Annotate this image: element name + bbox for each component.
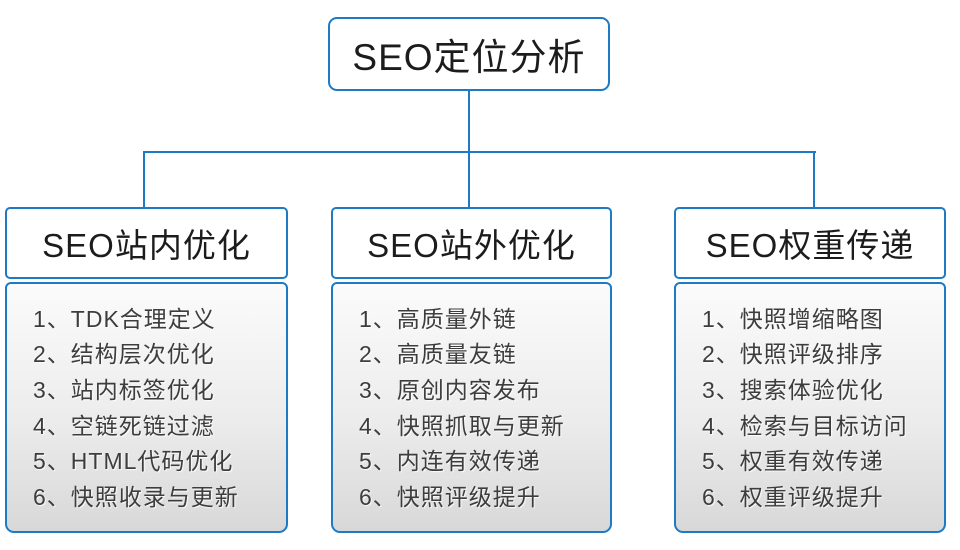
connector-drop-line-middle — [468, 151, 470, 209]
list-item: 4、空链死链过滤 — [33, 412, 215, 439]
list-item: 2、结构层次优化 — [33, 341, 215, 368]
root-node-label: SEO定位分析 — [352, 37, 586, 78]
branch-header-offsite: SEO站外优化 — [331, 207, 612, 279]
branch-list-onsite: 1、TDK合理定义 2、结构层次优化 3、站内标签优化 4、空链死链过滤 5、H… — [5, 282, 288, 533]
branch-header-offsite-label: SEO站外优化 — [367, 227, 576, 264]
branch-header-onsite-label: SEO站内优化 — [42, 227, 251, 264]
list-item: 1、TDK合理定义 — [33, 305, 216, 332]
list-item: 4、快照抓取与更新 — [359, 412, 565, 439]
root-node: SEO定位分析 — [328, 17, 610, 91]
branch-header-weight: SEO权重传递 — [674, 207, 946, 279]
list-item: 3、搜索体验优化 — [702, 376, 884, 403]
connector-horizontal-line — [143, 151, 816, 153]
connector-root-trunk-line — [468, 91, 470, 153]
branch-list-offsite: 1、高质量外链 2、高质量友链 3、原创内容发布 4、快照抓取与更新 5、内连有… — [331, 282, 612, 533]
list-item: 6、快照收录与更新 — [33, 483, 239, 510]
list-item: 5、HTML代码优化 — [33, 448, 234, 475]
list-item: 2、快照评级排序 — [702, 341, 884, 368]
branch-header-weight-label: SEO权重传递 — [705, 227, 915, 264]
list-item: 5、权重有效传递 — [702, 448, 884, 475]
list-item: 1、快照增缩略图 — [702, 305, 884, 332]
list-item: 6、权重评级提升 — [702, 483, 884, 510]
branch-header-onsite: SEO站内优化 — [5, 207, 288, 279]
list-item: 2、高质量友链 — [359, 341, 517, 368]
list-item: 3、站内标签优化 — [33, 376, 215, 403]
list-item: 1、高质量外链 — [359, 305, 517, 332]
connector-drop-line-left — [143, 151, 145, 209]
list-item: 3、原创内容发布 — [359, 376, 541, 403]
connector-drop-line-right — [813, 151, 815, 209]
list-item: 5、内连有效传递 — [359, 448, 541, 475]
list-item: 6、快照评级提升 — [359, 483, 541, 510]
list-item: 4、检索与目标访问 — [702, 412, 908, 439]
branch-list-weight: 1、快照增缩略图 2、快照评级排序 3、搜索体验优化 4、检索与目标访问 5、权… — [674, 282, 946, 533]
